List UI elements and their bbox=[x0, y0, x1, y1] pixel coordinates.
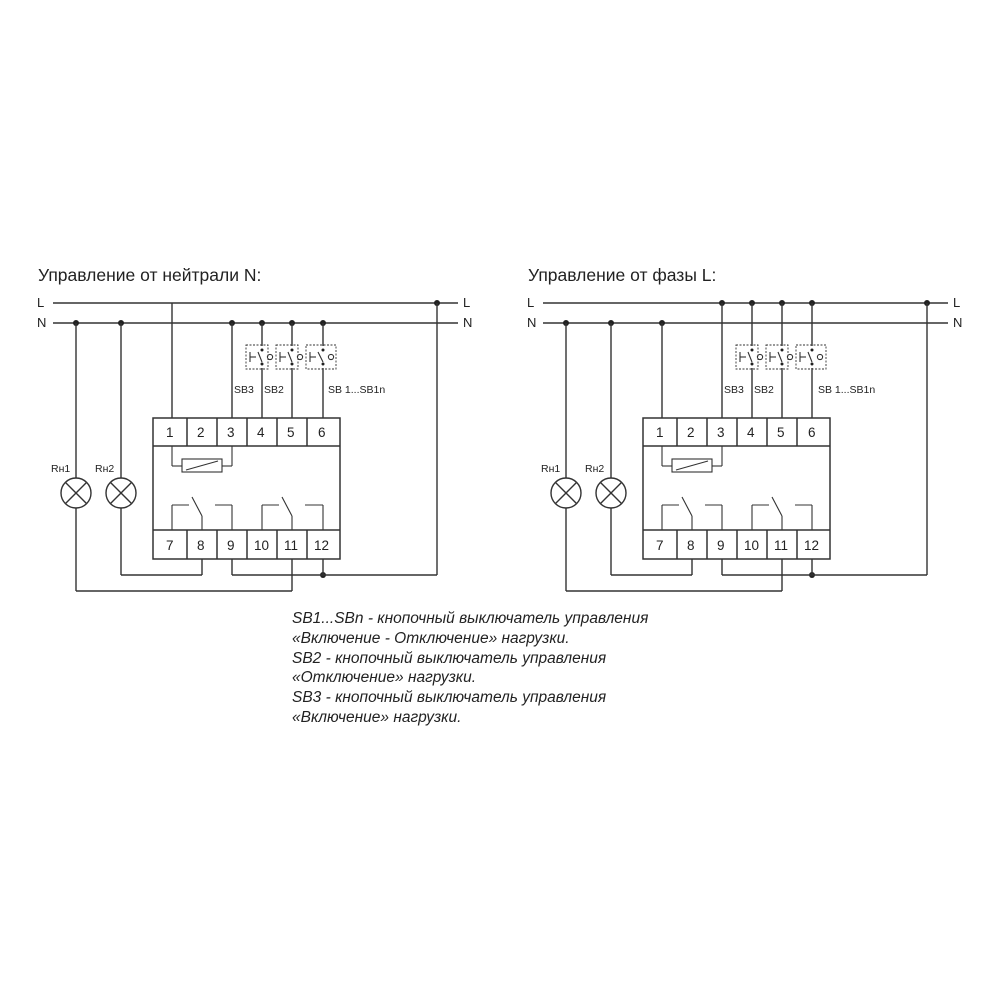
relay-module: 1 2 3 4 5 6 7 8 9 10 11 12 bbox=[642, 417, 831, 560]
line-label-L-right: L bbox=[463, 295, 470, 310]
terminal-6: 6 bbox=[808, 425, 816, 440]
caption-line: «Включение - Отключение» нагрузки. bbox=[292, 629, 570, 647]
load-rn2: Rн2 bbox=[585, 323, 627, 575]
line-label-L: L bbox=[37, 295, 44, 310]
caption-line: SB3 - кнопочный выключатель управления bbox=[292, 689, 607, 707]
supply-line-L: L L bbox=[527, 295, 960, 310]
terminal-11: 11 bbox=[774, 538, 788, 553]
relay-module: 1 2 3 4 5 6 7 8 9 10 11 12 bbox=[152, 417, 341, 560]
terminal-4: 4 bbox=[747, 425, 755, 440]
terminal-4: 4 bbox=[257, 425, 265, 440]
terminal-2: 2 bbox=[197, 425, 205, 440]
terminal-3: 3 bbox=[717, 425, 725, 440]
terminal-9: 9 bbox=[717, 538, 725, 553]
terminal-2: 2 bbox=[687, 425, 695, 440]
switch-label-sb1: SB 1...SB1n bbox=[818, 384, 875, 396]
load-rn1: Rн1 bbox=[51, 323, 92, 591]
line-label-N: N bbox=[527, 315, 536, 330]
relay-contact-2 bbox=[751, 496, 813, 530]
line-label-L: L bbox=[527, 295, 534, 310]
line-label-N: N bbox=[37, 315, 46, 330]
caption-line: «Включение» нагрузки. bbox=[292, 708, 462, 726]
relay-contact-1 bbox=[661, 496, 723, 530]
switch-label-sb2: SB2 bbox=[264, 384, 284, 396]
line-label-N-right: N bbox=[463, 315, 472, 330]
switch-label-sb1: SB 1...SB1n bbox=[328, 384, 385, 396]
terminal-8: 8 bbox=[197, 538, 205, 553]
diagram-neutral-control: Управление от нейтрали N: L L N N bbox=[37, 265, 472, 592]
terminal-7: 7 bbox=[166, 538, 174, 553]
terminal-10: 10 bbox=[744, 538, 759, 553]
supply-line-N: N N bbox=[37, 315, 472, 330]
caption-line: SB1...SBn - кнопочный выключатель управл… bbox=[292, 610, 649, 627]
terminal-1: 1 bbox=[166, 425, 174, 440]
relay-coil bbox=[661, 446, 723, 473]
line-label-N-right: N bbox=[953, 315, 962, 330]
diagram-title: Управление от фазы L: bbox=[528, 265, 716, 285]
load-label-rn1: Rн1 bbox=[541, 463, 560, 475]
terminal-12: 12 bbox=[804, 538, 819, 553]
terminal-12: 12 bbox=[314, 538, 329, 553]
load-label-rn2: Rн2 bbox=[95, 463, 114, 475]
caption-line: «Отключение» нагрузки. bbox=[292, 669, 477, 687]
relay-contact-2 bbox=[261, 496, 324, 530]
terminal-1: 1 bbox=[656, 425, 664, 440]
relay-coil bbox=[171, 446, 233, 473]
terminal-8: 8 bbox=[687, 538, 695, 553]
terminal-7: 7 bbox=[656, 538, 664, 553]
pushbutton-sb1 bbox=[786, 344, 827, 370]
caption-line: SB2 - кнопочный выключатель управления bbox=[292, 649, 607, 667]
supply-line-N: N N bbox=[527, 315, 962, 330]
pushbutton-sb1 bbox=[296, 344, 337, 370]
load-label-rn1: Rн1 bbox=[51, 463, 70, 475]
switch-label-sb2: SB2 bbox=[754, 384, 774, 396]
terminal-5: 5 bbox=[287, 425, 295, 440]
legend-caption: SB1...SBn - кнопочный выключатель управл… bbox=[292, 609, 812, 728]
switch-label-sb3: SB3 bbox=[234, 384, 254, 396]
supply-line-L: L L bbox=[37, 295, 470, 310]
pushbutton-sb2 bbox=[266, 344, 299, 370]
terminal-6: 6 bbox=[318, 425, 326, 440]
load-rn2: Rн2 bbox=[95, 323, 137, 575]
load-rn1: Rн1 bbox=[541, 323, 582, 591]
pushbutton-sb2 bbox=[756, 344, 789, 370]
diagram-title: Управление от нейтрали N: bbox=[38, 265, 261, 285]
terminal-11: 11 bbox=[284, 538, 298, 553]
terminal-10: 10 bbox=[254, 538, 269, 553]
relay-contact-1 bbox=[171, 496, 233, 530]
pushbutton-sb3 bbox=[735, 344, 759, 370]
terminal-3: 3 bbox=[227, 425, 235, 440]
terminal-5: 5 bbox=[777, 425, 785, 440]
line-label-L-right: L bbox=[953, 295, 960, 310]
diagram-phase-control: Управление от фазы L: L L N N bbox=[527, 265, 962, 592]
load-label-rn2: Rн2 bbox=[585, 463, 604, 475]
switch-label-sb3: SB3 bbox=[724, 384, 744, 396]
terminal-9: 9 bbox=[227, 538, 235, 553]
pushbutton-sb3 bbox=[245, 344, 269, 370]
